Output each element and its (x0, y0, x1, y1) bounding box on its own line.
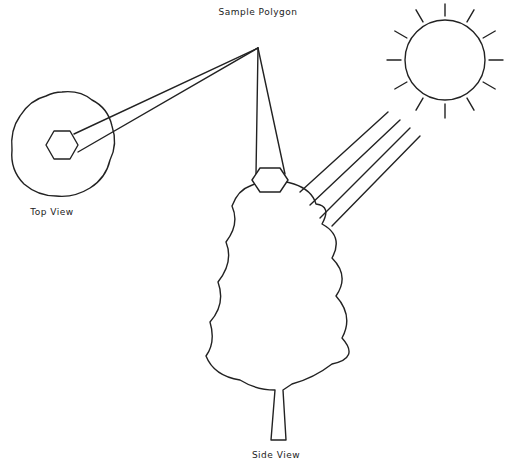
tree-side-outline (206, 180, 349, 440)
sun-rays (387, 4, 503, 118)
sight-line (258, 48, 285, 174)
view-label: Top View (28, 207, 75, 217)
sight-line (78, 48, 258, 152)
view-label: Sample Polygon (217, 7, 300, 17)
view-label: Side View (250, 450, 302, 460)
sight-line (74, 48, 258, 134)
sun-beams (300, 112, 420, 226)
crown-top-outline (12, 92, 115, 197)
sun (405, 20, 485, 100)
sample-hexagon-top (46, 131, 78, 159)
sight-line (256, 48, 258, 174)
sample-hexagon-side (252, 168, 288, 192)
